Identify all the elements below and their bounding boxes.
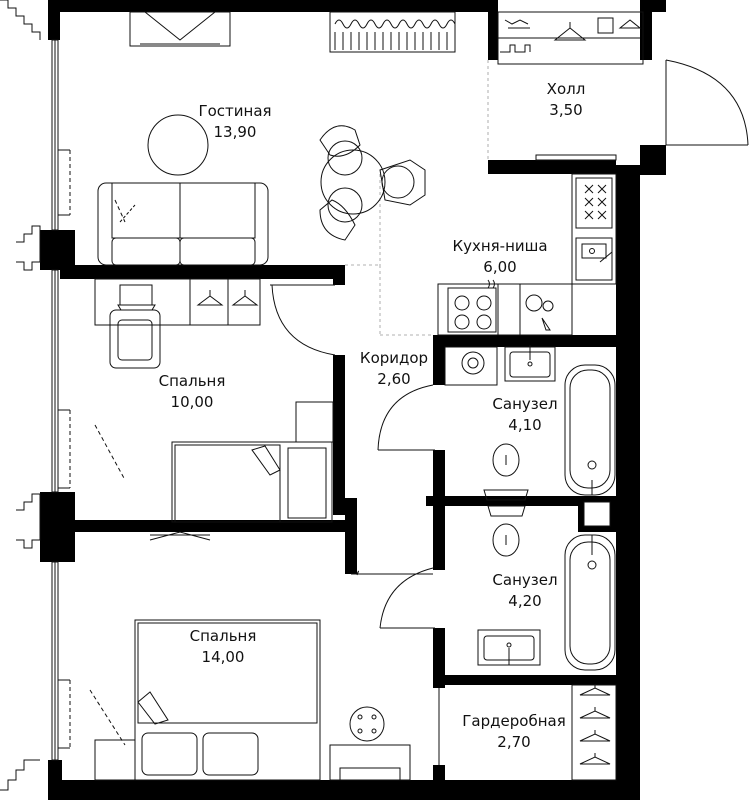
room-area-kitchen: 6,00 <box>483 258 517 276</box>
room-area-bathroom-2: 4,20 <box>508 592 542 610</box>
room-name-kitchen: Кухня-ниша <box>452 237 548 255</box>
room-name-living: Гостиная <box>198 102 272 120</box>
room-label-living: Гостиная 13,90 <box>198 101 271 143</box>
toilet-icon <box>483 443 529 501</box>
hanger-icon <box>579 684 611 765</box>
hanger-icon <box>497 11 644 65</box>
kitchen <box>437 173 617 336</box>
room-name-hall: Холл <box>546 80 586 98</box>
room-label-wardrobe: Гардеробная 2,70 <box>462 711 565 753</box>
room-name-bathroom-2: Санузел <box>492 571 558 589</box>
radiator-icon <box>329 11 456 53</box>
bedroom-2 <box>94 619 411 781</box>
sofa-icon <box>97 182 269 266</box>
office-chair-icon <box>109 309 161 369</box>
sink-icon <box>504 345 556 382</box>
toilet-icon <box>487 505 526 557</box>
room-area-hall: 3,50 <box>549 101 583 119</box>
room-name-bedroom-2: Спальня <box>189 627 257 645</box>
room-area-bathroom-1: 4,10 <box>508 416 542 434</box>
bathtub-icon <box>564 364 616 496</box>
room-label-bedroom-2: Спальня 14,00 <box>190 626 257 668</box>
living-room <box>97 11 456 266</box>
bathroom-2 <box>477 505 616 671</box>
room-label-bedroom-1: Спальня 10,00 <box>159 371 226 413</box>
hall <box>497 11 644 161</box>
sink-icon <box>477 629 541 666</box>
doors <box>270 59 749 765</box>
room-name-bathroom-1: Санузел <box>492 395 558 413</box>
bathroom-1 <box>444 345 616 501</box>
bedroom-1 <box>94 278 334 541</box>
room-area-bedroom-2: 14,00 <box>201 648 245 666</box>
room-label-corridor: Коридор 2,60 <box>360 348 428 390</box>
chair-icon <box>319 125 426 241</box>
room-area-bedroom-1: 10,00 <box>170 393 214 411</box>
sink-icon <box>575 237 613 281</box>
windows <box>51 39 126 761</box>
hanger-icon <box>196 290 259 306</box>
room-label-kitchen: Кухня-ниша 6,00 <box>452 236 547 278</box>
bed-icon <box>134 619 321 781</box>
bed-icon <box>171 401 334 523</box>
room-area-wardrobe: 2,70 <box>497 733 531 751</box>
room-label-bathroom-1: Санузел 4,10 <box>492 394 557 436</box>
round-rug-icon <box>147 114 209 176</box>
bathtub-icon <box>564 534 616 671</box>
room-label-bathroom-2: Санузел 4,20 <box>492 570 557 612</box>
sink-icon <box>525 294 554 331</box>
window-icon <box>129 11 231 47</box>
room-label-hall: Холл 3,50 <box>547 79 586 121</box>
washing-machine-icon <box>444 346 498 386</box>
zone-lines <box>345 60 489 336</box>
desk-icon <box>189 278 261 326</box>
room-area-corridor: 2,60 <box>377 370 411 388</box>
round-table-icon <box>320 149 386 215</box>
room-name-wardrobe: Гардеробная <box>462 712 566 730</box>
room-name-bedroom-1: Спальня <box>158 372 226 390</box>
wardrobe <box>571 684 617 781</box>
stove-icon <box>447 279 497 333</box>
room-area-living: 13,90 <box>213 123 257 141</box>
stove-icon <box>575 177 613 229</box>
laptop-icon <box>117 284 156 311</box>
room-name-corridor: Коридор <box>359 349 429 367</box>
walls <box>0 0 666 800</box>
window-icon <box>149 531 211 541</box>
stool-icon <box>349 706 385 742</box>
